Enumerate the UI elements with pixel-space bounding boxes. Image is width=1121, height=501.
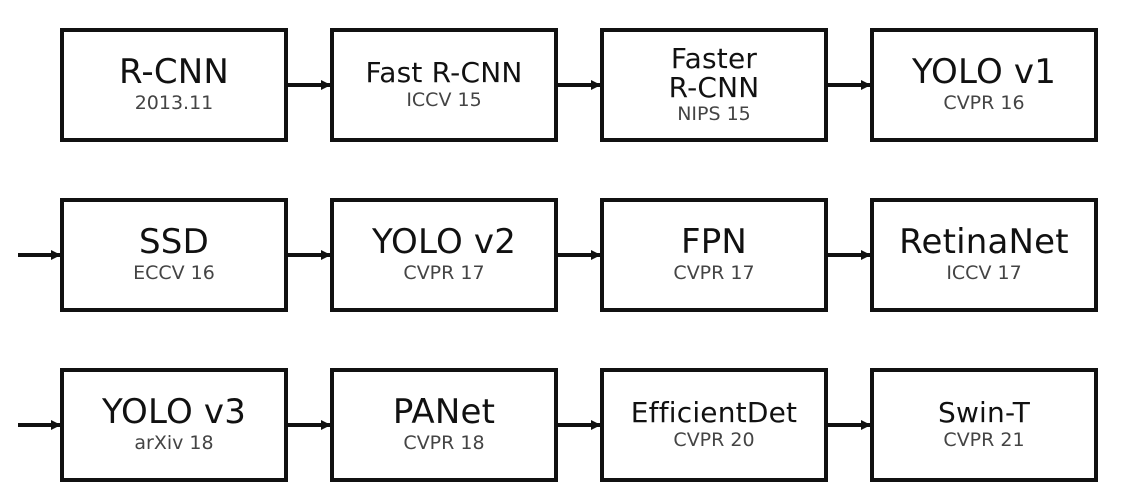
node-title: YOLO v1 xyxy=(911,52,1057,93)
node-title: R-CNN xyxy=(118,52,230,93)
node-title: EfficientDet xyxy=(630,396,798,430)
node-subtitle: 2013.11 xyxy=(134,91,214,114)
node-title: Swin-T xyxy=(937,396,1031,430)
node-yolo-v3: YOLO v3 arXiv 18 xyxy=(60,368,288,482)
node-subtitle: ICCV 17 xyxy=(946,261,1022,284)
node-yolo-v1: YOLO v1 CVPR 16 xyxy=(870,28,1098,142)
node-title: SSD xyxy=(139,222,209,263)
node-subtitle: ECCV 16 xyxy=(133,261,215,284)
node-subtitle: CVPR 21 xyxy=(943,428,1025,451)
node-title-line-1: Faster xyxy=(670,41,758,75)
node-title: Fast R-CNN xyxy=(365,56,523,90)
node-subtitle: CVPR 16 xyxy=(943,91,1025,114)
node-title-line-2: R-CNN xyxy=(668,71,760,105)
node-subtitle: arXiv 18 xyxy=(134,431,214,454)
node-fast-rcnn: Fast R-CNN ICCV 15 xyxy=(330,28,558,142)
node-faster-rcnn: Faster R-CNN NIPS 15 xyxy=(600,28,828,142)
node-subtitle: CVPR 17 xyxy=(673,261,755,284)
node-yolo-v2: YOLO v2 CVPR 17 xyxy=(330,198,558,312)
node-title: RetinaNet xyxy=(899,222,1069,263)
node-subtitle: CVPR 20 xyxy=(673,428,755,451)
node-subtitle: CVPR 17 xyxy=(403,261,485,284)
node-title: PANet xyxy=(392,392,496,433)
node-ssd: SSD ECCV 16 xyxy=(60,198,288,312)
node-subtitle: CVPR 18 xyxy=(403,431,485,454)
node-subtitle: NIPS 15 xyxy=(677,103,751,126)
node-title: FPN xyxy=(680,222,748,263)
node-retinanet: RetinaNet ICCV 17 xyxy=(870,198,1098,312)
node-title: YOLO v2 xyxy=(371,222,517,263)
node-fpn: FPN CVPR 17 xyxy=(600,198,828,312)
node-efficientdet: EfficientDet CVPR 20 xyxy=(600,368,828,482)
node-rcnn: R-CNN 2013.11 xyxy=(60,28,288,142)
node-title: YOLO v3 xyxy=(101,392,247,433)
node-subtitle: ICCV 15 xyxy=(406,88,482,111)
node-panet: PANet CVPR 18 xyxy=(330,368,558,482)
node-swin-t: Swin-T CVPR 21 xyxy=(870,368,1098,482)
